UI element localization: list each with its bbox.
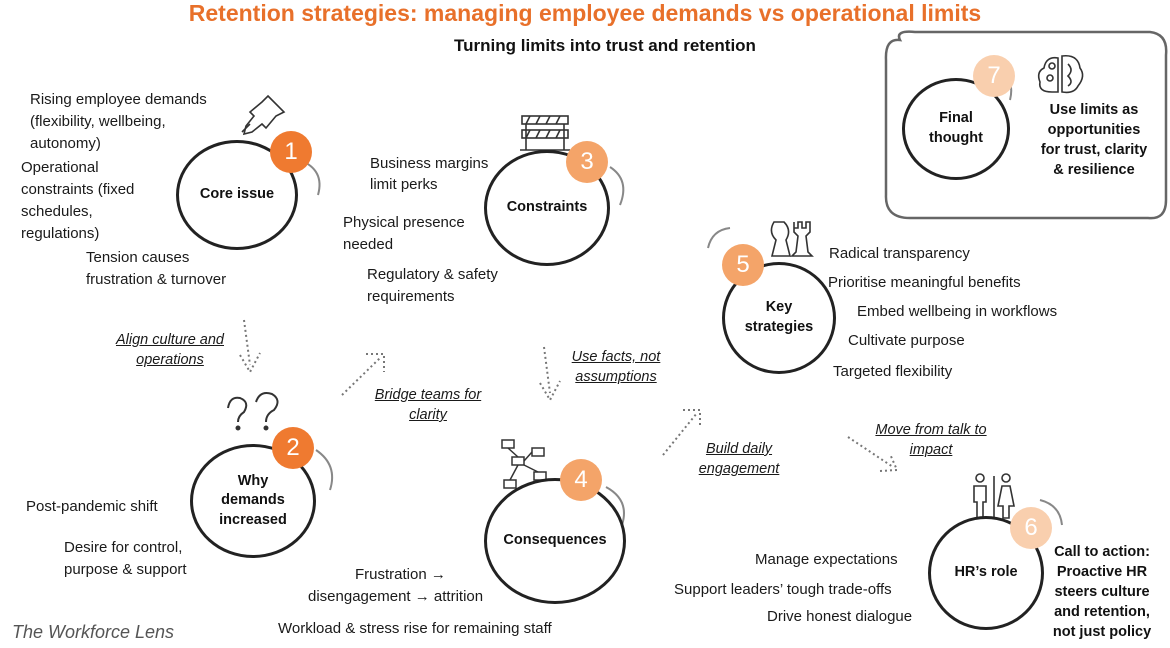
strategy-point: Embed wellbeing in workflows	[857, 303, 1058, 320]
hr-role-point: Support leaders’ tough trade-offs	[674, 581, 892, 598]
connector-line: Align culture and	[115, 332, 224, 348]
core-issue-point: autonomy)	[30, 135, 101, 152]
question-marks-icon	[227, 392, 279, 431]
call-to-action: Call to action: Proactive HR steers cult…	[1040, 542, 1164, 642]
arrow-4-to-5	[662, 409, 701, 456]
hr-role-point: Manage expectations	[755, 551, 898, 568]
node-hr-role-label: HR’s role	[954, 564, 1018, 581]
core-issue-point: regulations)	[21, 225, 100, 242]
node-1-badge: 1	[270, 131, 312, 173]
node-core-issue: Core issue	[176, 140, 298, 250]
circle-tail-5	[707, 227, 731, 249]
pushpin-icon	[241, 94, 286, 136]
page-subtitle: Turning limits into trust and retention	[454, 36, 756, 55]
why-demands-point: Post-pandemic shift	[26, 498, 158, 515]
page-title: Retention strategies: managing employee …	[188, 0, 982, 26]
connector-label-1: Align culture and operations	[104, 330, 236, 370]
strategy-point: Targeted flexibility	[833, 363, 953, 380]
cloud-frame	[884, 30, 1168, 220]
cta-line: and retention,	[1054, 604, 1150, 620]
connector-line: assumptions	[575, 369, 657, 385]
connector-label-3: Use facts, not assumptions	[560, 347, 672, 387]
node-consequences-label: Consequences	[503, 532, 607, 549]
consequences-point: disengagement → attrition	[308, 588, 484, 605]
connector-label-4: Build daily engagement	[688, 439, 790, 479]
node-2-badge: 2	[272, 427, 314, 469]
connector-line: impact	[909, 442, 953, 458]
arrow-3-to-4	[539, 346, 561, 403]
node-4-badge: 4	[560, 459, 602, 501]
circle-tail-3	[609, 166, 625, 206]
statement-line: opportunities	[1047, 122, 1141, 138]
connector-line: Build daily	[705, 441, 773, 457]
constraints-point: Physical presence	[343, 214, 465, 231]
arrow-2-to-3	[341, 353, 385, 396]
strategy-point: Radical transparency	[829, 245, 970, 262]
node-7-badge: 7	[973, 55, 1015, 97]
node-5-label-line: Key	[765, 299, 793, 316]
connector-line: Use facts, not	[571, 349, 661, 365]
connector-label-2: Bridge teams for clarity	[363, 385, 493, 425]
statement-line: for trust, clarity	[1040, 142, 1148, 158]
constraints-point: Business margins	[370, 155, 489, 172]
node-2-label-line: increased	[219, 511, 287, 528]
brain-icon	[1037, 54, 1084, 94]
node-3-badge: 3	[566, 141, 608, 183]
node-2-label-line: demands	[221, 492, 285, 509]
constraints-point: Regulatory & safety	[367, 266, 498, 283]
node-5-badge: 5	[722, 244, 764, 286]
barrier-icon	[520, 115, 570, 151]
cta-line: Call to action:	[1054, 544, 1150, 560]
circle-tail-4	[605, 486, 625, 526]
core-issue-point: schedules,	[21, 203, 93, 220]
arrow-1-to-2	[239, 319, 261, 375]
chess-pieces-icon	[770, 221, 814, 257]
connector-label-5: Move from talk to impact	[861, 420, 1001, 460]
constraints-point: needed	[343, 236, 394, 253]
connector-line: clarity	[409, 407, 447, 423]
why-demands-point: purpose & support	[64, 561, 187, 578]
node-7-label-line: thought	[929, 130, 983, 146]
cta-line: Proactive HR	[1056, 564, 1148, 580]
statement-line: & resilience	[1053, 162, 1135, 178]
core-issue-point: (flexibility, wellbeing,	[30, 113, 166, 130]
strategy-point: Prioritise meaningful benefits	[828, 274, 1021, 291]
final-thought-statement: Use limits as opportunities for trust, c…	[1026, 100, 1162, 180]
why-demands-point: Desire for control,	[64, 539, 183, 556]
cta-line: not just policy	[1052, 624, 1152, 640]
node-5-label-line: strategies	[744, 319, 814, 335]
connector-line: Bridge teams for	[374, 387, 482, 403]
core-issue-point: Tension causes	[86, 249, 190, 266]
brand-watermark: The Workforce Lens	[12, 622, 175, 642]
constraints-point: requirements	[367, 288, 455, 305]
connector-line: Move from talk to	[875, 422, 987, 438]
strategy-point: Cultivate purpose	[848, 332, 965, 349]
arrow-5-to-6	[847, 436, 899, 472]
core-issue-point: frustration & turnover	[86, 271, 227, 288]
hr-role-point: Drive honest dialogue	[767, 608, 913, 625]
node-core-issue-label: Core issue	[199, 186, 275, 203]
statement-line: Use limits as	[1049, 102, 1139, 118]
circle-tail-6	[1039, 499, 1063, 526]
connector-line: engagement	[698, 461, 780, 477]
core-issue-point: Operational	[21, 159, 99, 176]
people-icon	[973, 473, 1015, 520]
core-issue-point: constraints (fixed	[21, 181, 135, 198]
cta-line: steers culture	[1054, 584, 1150, 600]
node-6-badge: 6	[1010, 507, 1052, 549]
node-consequences: Consequences	[484, 478, 626, 604]
node-constraints-label: Constraints	[506, 199, 588, 216]
core-issue-point: Rising employee demands	[30, 91, 207, 108]
consequences-point: Frustration →	[355, 566, 446, 583]
node-2-label-line: Why	[237, 472, 269, 489]
node-7-label-line: Final	[939, 110, 973, 127]
connector-line: operations	[136, 352, 204, 368]
circle-tail-2	[315, 449, 334, 491]
constraints-point: limit perks	[370, 176, 438, 193]
consequences-point: Workload & stress rise for remaining sta…	[278, 620, 552, 637]
